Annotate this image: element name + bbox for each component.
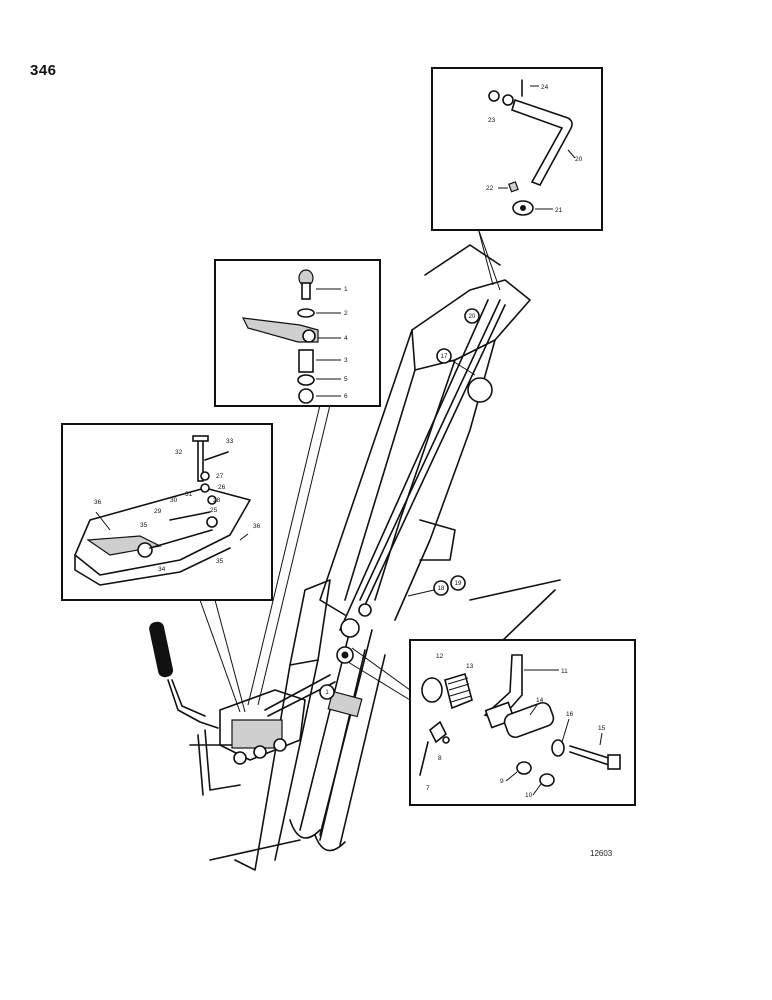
label-34: 34 — [158, 566, 166, 573]
label-31: 31 — [185, 491, 193, 498]
label-32: 32 — [175, 449, 183, 456]
label-6: 6 — [344, 393, 348, 400]
label-9: 9 — [500, 778, 504, 785]
callout-20: 20 — [469, 314, 476, 320]
inset-handle: 1 2 4 3 5 6 — [214, 259, 381, 407]
label-26: 26 — [218, 484, 226, 491]
label-11: 11 — [561, 668, 568, 675]
label-3: 3 — [344, 357, 348, 364]
callout-17: 17 — [441, 354, 448, 360]
label-24: 24 — [541, 84, 549, 91]
label-12: 12 — [436, 653, 444, 660]
callout-18: 18 — [438, 586, 445, 592]
label-4: 4 — [344, 335, 348, 342]
label-21: 21 — [555, 207, 563, 214]
label-23: 23 — [488, 117, 496, 124]
callout-1: 1 — [325, 690, 329, 696]
label-27: 27 — [216, 473, 224, 480]
inset-valve: 32 33 27 26 28 30 31 29 25 36 35 34 35 3… — [61, 423, 273, 601]
label-36-right: 36 — [253, 523, 261, 530]
label-15: 15 — [598, 725, 606, 732]
callout-19: 19 — [455, 581, 462, 587]
leader-lines — [199, 227, 501, 713]
label-33: 33 — [226, 438, 234, 445]
label-20: 20 — [575, 156, 583, 163]
label-14: 14 — [536, 697, 544, 704]
inset-linkage: 12 13 11 14 16 15 8 7 9 10 — [409, 639, 636, 806]
label-8: 8 — [438, 755, 442, 762]
main-assembly: 20 17 18 19 1 — [149, 244, 561, 871]
label-30: 30 — [170, 497, 178, 504]
label-13: 13 — [466, 663, 474, 670]
figure-reference: 12603 — [590, 849, 613, 858]
label-1: 1 — [344, 286, 348, 293]
label-10: 10 — [525, 792, 533, 799]
label-2: 2 — [344, 310, 348, 317]
label-25: 25 — [210, 507, 218, 514]
label-35-bottom: 35 — [216, 558, 224, 565]
page-number: 346 — [30, 62, 57, 79]
label-28: 28 — [213, 497, 221, 504]
label-7: 7 — [426, 785, 430, 792]
label-5: 5 — [344, 376, 348, 383]
label-29: 29 — [154, 508, 162, 515]
label-22: 22 — [486, 185, 494, 192]
label-16: 16 — [566, 711, 574, 718]
inset-rod: 24 23 20 22 21 — [431, 67, 603, 231]
label-36-left: 36 — [94, 499, 102, 506]
label-35-top: 35 — [140, 522, 148, 529]
